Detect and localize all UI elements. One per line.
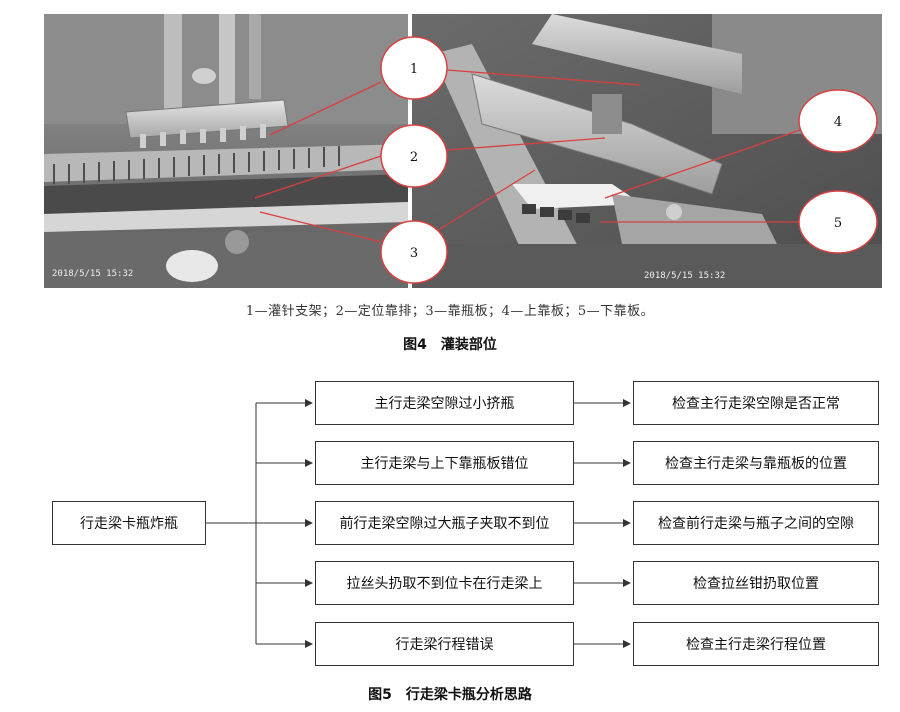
callout-3-leader-left [259,211,382,243]
check-label-3: 检查前行走梁与瓶子之间的空隙 [658,516,854,532]
figure4-caption: 图4 灌装部位 [403,337,497,353]
photo-right-drawing: 2018/5/15 15:32 [412,14,882,288]
check-label-1: 检查主行走梁空隙是否正常 [672,396,840,412]
callout-ellipse-4 [798,89,878,153]
callout-4-leader [604,129,801,199]
figure5-caption: 图5 行走梁卡瓶分析思路 [368,687,532,703]
check-box-2: 检查主行走梁与靠瓶板的位置 [633,441,879,485]
callout-label-1: 1 [410,62,418,77]
check-label-5: 检查主行走梁行程位置 [686,637,826,653]
cause-box-1: 主行走梁空隙过小挤瓶 [315,381,574,425]
callout-ellipse-3 [380,220,448,284]
callout-ellipse-1 [380,36,448,100]
cause-label-1: 主行走梁空隙过小挤瓶 [374,396,515,412]
cause-box-4: 拉丝头扔取不到位卡在行走梁上 [315,561,574,605]
cause-label-5: 行走梁行程错误 [395,637,494,653]
filling-machine-photo-right: 2018/5/15 15:32 [412,14,882,288]
filling-machine-photo-left: 2018/5/15 15:32 [44,14,408,288]
root-problem-box: 行走梁卡瓶炸瓶 [52,501,206,545]
callout-ellipse-5 [798,190,878,254]
callout-label-2: 2 [410,150,418,165]
callout-2-leader-left [254,155,382,199]
callout-1-leader [446,69,641,86]
callout-1-leader-left [269,81,382,136]
cause-label-4: 拉丝头扔取不到位卡在行走梁上 [346,576,543,592]
check-box-3: 检查前行走梁与瓶子之间的空隙 [633,501,879,545]
callout-ellipse-2 [380,124,448,188]
photo-left-drawing: 2018/5/15 15:32 [44,14,408,288]
check-label-4: 检查拉丝钳扔取位置 [693,576,819,592]
check-box-1: 检查主行走梁空隙是否正常 [633,381,879,425]
cause-label-2: 主行走梁与上下靠瓶板错位 [360,456,529,472]
photo-right-timestamp: 2018/5/15 15:32 [644,271,725,281]
check-box-5: 检查主行走梁行程位置 [633,622,879,666]
cause-label-3: 前行走梁空隙过大瓶子夹取不到位 [339,516,550,532]
callout-label-3: 3 [410,246,418,261]
cause-box-5: 行走梁行程错误 [315,622,574,666]
cause-box-2: 主行走梁与上下靠瓶板错位 [315,441,574,485]
check-box-4: 检查拉丝钳扔取位置 [633,561,879,605]
callout-label-4: 4 [834,115,842,130]
root-problem-label: 行走梁卡瓶炸瓶 [80,516,178,532]
photo-left-timestamp: 2018/5/15 15:32 [52,269,133,279]
check-label-2: 检查主行走梁与靠瓶板的位置 [665,456,847,472]
cause-box-3: 前行走梁空隙过大瓶子夹取不到位 [315,501,574,545]
figure4-legend: 1—灌针支架；2—定位靠排；3—靠瓶板；4—上靠板；5—下靠板。 [245,304,655,319]
callout-2-leader [446,137,606,151]
callout-label-5: 5 [834,216,842,231]
callout-3-leader [434,169,536,233]
callout-overlay: 1 2 3 4 5 [254,36,878,284]
